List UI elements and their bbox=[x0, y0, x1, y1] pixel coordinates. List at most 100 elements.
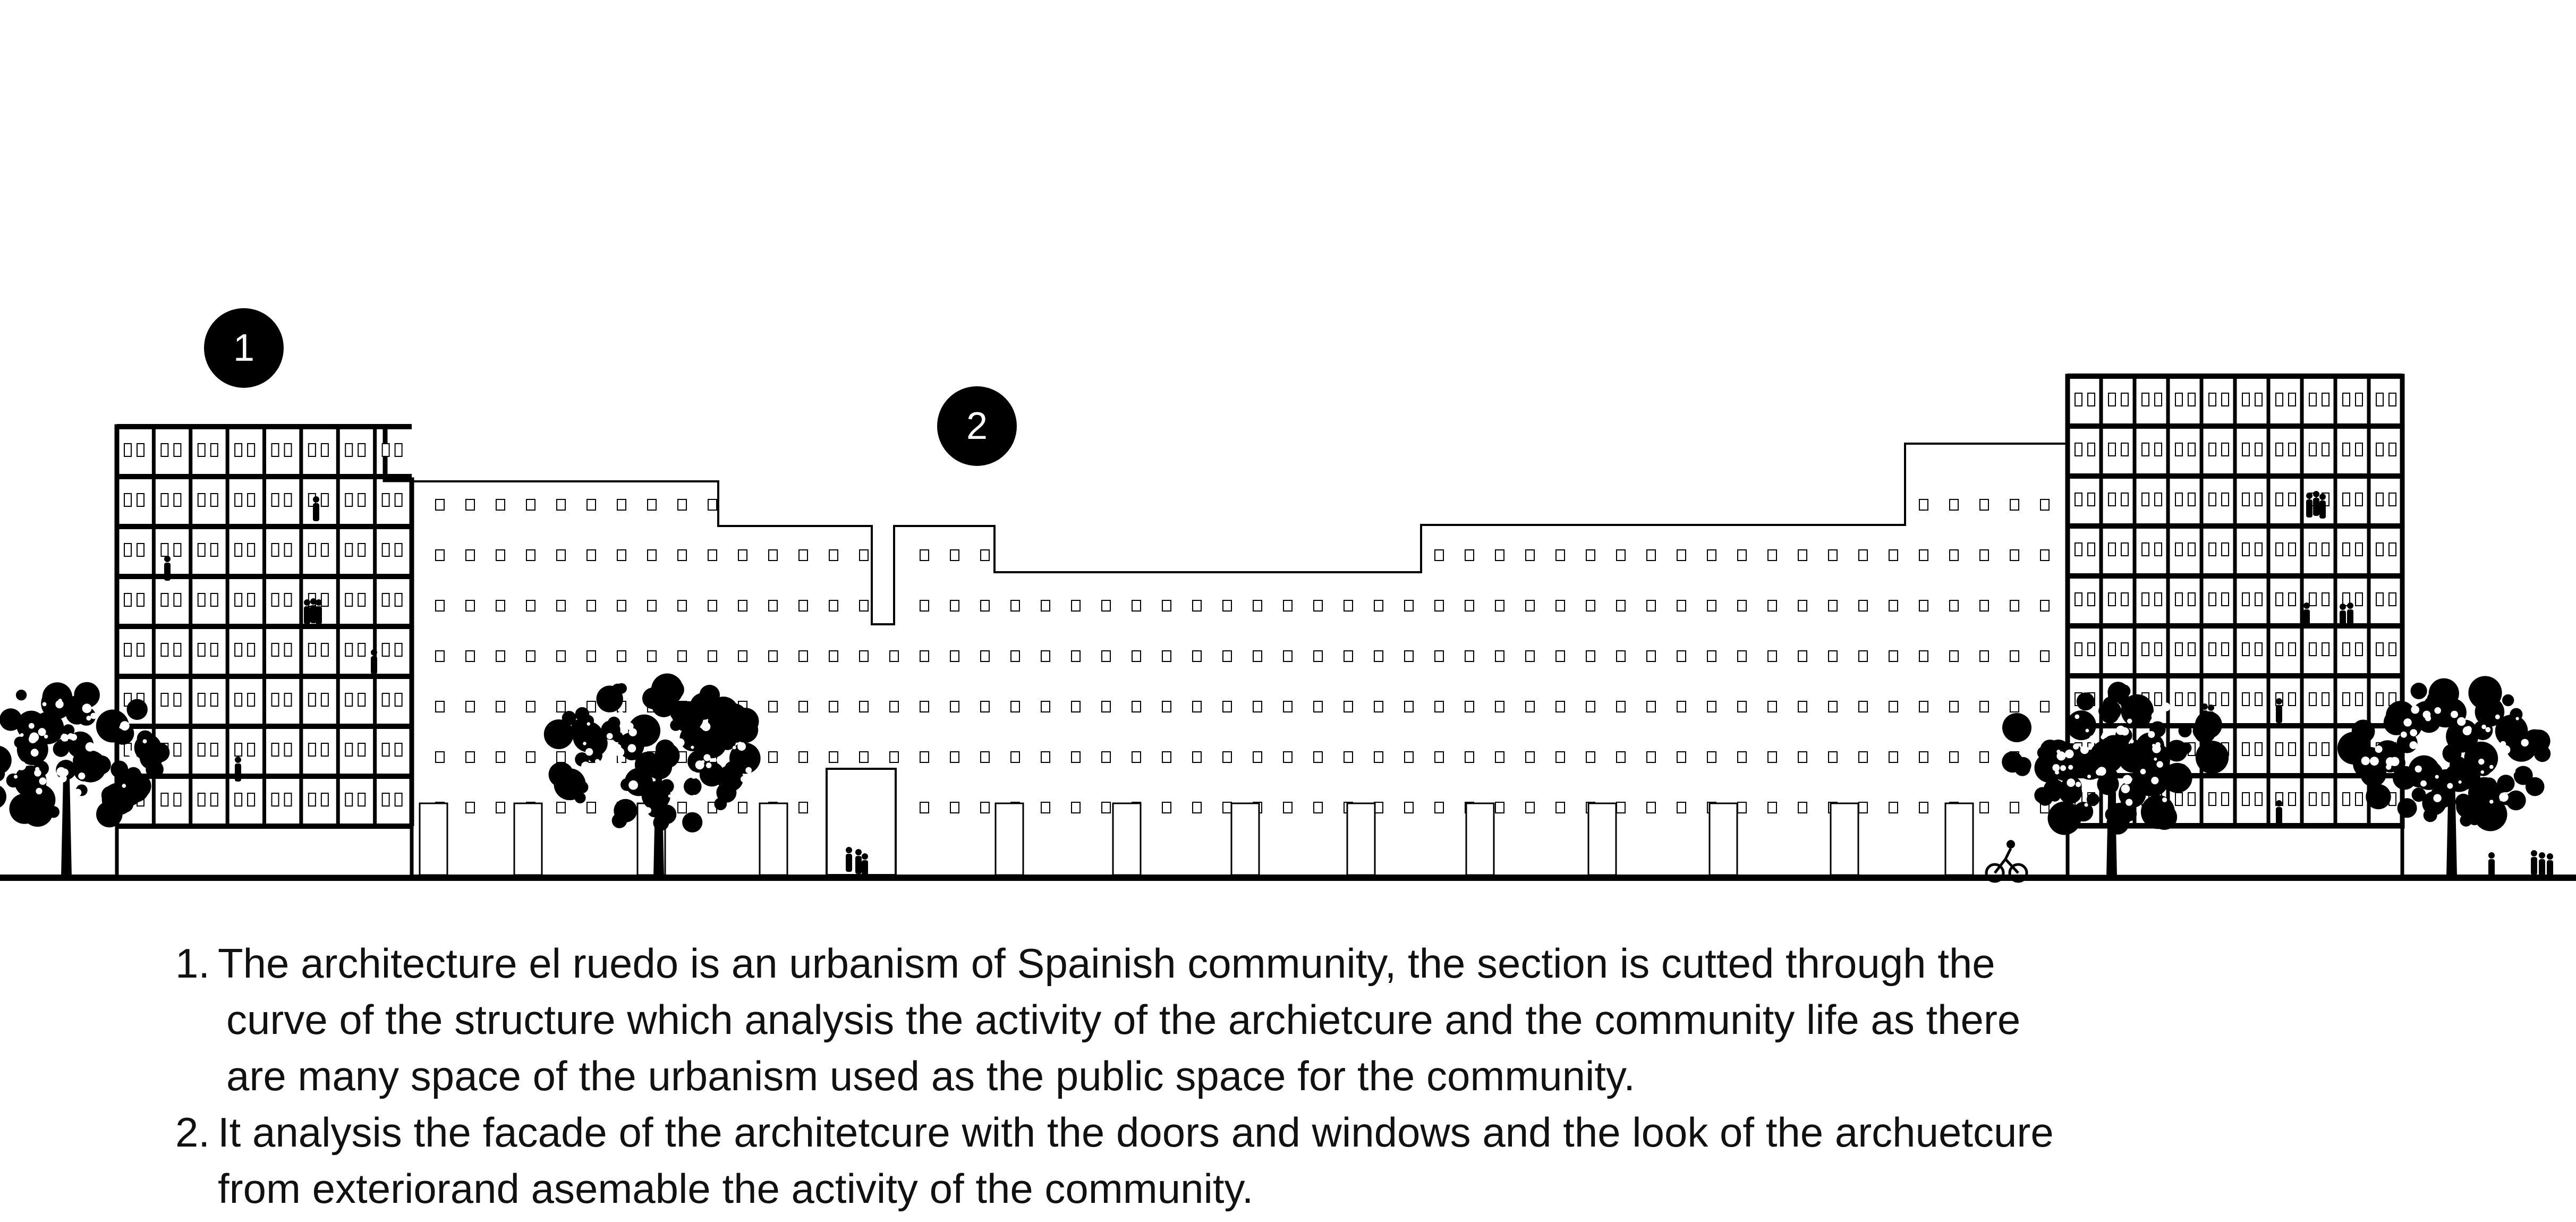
window-mark bbox=[1162, 751, 1171, 763]
window-mark bbox=[1555, 751, 1565, 763]
tower-window-mark bbox=[320, 593, 329, 607]
tower-window-mark bbox=[2141, 642, 2149, 656]
window-mark bbox=[1798, 701, 1807, 712]
window-mark bbox=[1616, 650, 1626, 662]
tower-window-mark bbox=[2322, 642, 2330, 656]
note-1: 1. The architecture el ruedo is an urban… bbox=[175, 935, 2407, 1104]
tower-window-mark bbox=[2275, 393, 2283, 406]
person-icon bbox=[371, 649, 377, 674]
window-mark bbox=[1525, 600, 1535, 612]
marker-2-badge: 2 bbox=[937, 386, 1017, 466]
window-mark bbox=[1101, 701, 1111, 712]
window-mark bbox=[1344, 751, 1353, 763]
window-mark bbox=[1434, 549, 1444, 561]
window-mark bbox=[1041, 802, 1050, 813]
tower-window-mark bbox=[2188, 393, 2196, 406]
tower-window-mark bbox=[2355, 592, 2363, 606]
window-mark bbox=[1192, 600, 1202, 612]
window-mark bbox=[2010, 499, 2019, 511]
person-icon bbox=[2208, 705, 2214, 729]
window-mark bbox=[1616, 751, 1626, 763]
window-mark bbox=[1374, 701, 1383, 712]
marker-1-label: 1 bbox=[233, 327, 255, 369]
window-mark bbox=[1979, 499, 1989, 511]
window-mark bbox=[708, 650, 717, 662]
window-mark bbox=[1101, 751, 1111, 763]
tower-window-mark bbox=[345, 693, 353, 707]
tower-window-mark bbox=[381, 643, 390, 657]
window-mark bbox=[859, 751, 869, 763]
window-mark bbox=[1919, 499, 1928, 511]
tower-window-mark bbox=[2221, 642, 2229, 656]
tower-window-mark bbox=[234, 743, 243, 757]
window-mark bbox=[465, 600, 475, 612]
person-icon bbox=[2547, 853, 2553, 878]
window-mark bbox=[1374, 600, 1383, 612]
window-mark bbox=[1646, 600, 1656, 612]
tower-window-mark bbox=[2121, 592, 2129, 606]
tower-window-mark bbox=[197, 593, 206, 607]
window-mark bbox=[526, 499, 535, 511]
tower-window-mark bbox=[2208, 792, 2216, 806]
tower-window-mark bbox=[124, 543, 132, 557]
window-mark bbox=[1465, 751, 1474, 763]
tower-window-mark bbox=[320, 443, 329, 457]
tower-window-mark bbox=[2075, 642, 2082, 656]
window-mark bbox=[1132, 751, 1141, 763]
person-icon bbox=[846, 847, 852, 872]
note-1-line-2: curve of the structure which analysis th… bbox=[226, 996, 2021, 1043]
window-mark bbox=[1919, 802, 1928, 813]
window-mark bbox=[1737, 549, 1747, 561]
window-mark bbox=[1616, 600, 1626, 612]
door-mark bbox=[513, 802, 543, 876]
tower-window-mark bbox=[381, 793, 390, 807]
tower-window-mark bbox=[2221, 592, 2229, 606]
tower-window-mark bbox=[2255, 592, 2263, 606]
window-mark bbox=[920, 600, 929, 612]
tower-window-mark bbox=[2188, 443, 2196, 456]
tower-window-mark bbox=[284, 493, 292, 507]
tower-window-mark bbox=[345, 743, 353, 757]
tower-window-mark bbox=[2388, 493, 2396, 506]
tower-window-mark bbox=[2376, 542, 2384, 556]
tower-window-mark bbox=[345, 643, 353, 657]
window-mark bbox=[1979, 549, 1989, 561]
window-mark bbox=[1010, 600, 1020, 612]
window-mark bbox=[1465, 650, 1474, 662]
window-mark bbox=[1555, 650, 1565, 662]
window-mark bbox=[1071, 650, 1081, 662]
tower-window-mark bbox=[2075, 393, 2082, 406]
tower-window-mark bbox=[2208, 642, 2216, 656]
tower-window-mark bbox=[234, 593, 243, 607]
window-mark bbox=[1525, 650, 1535, 662]
tower-window-mark bbox=[2175, 692, 2183, 706]
window-mark bbox=[2010, 802, 2019, 813]
tower-window-mark bbox=[173, 793, 182, 807]
tower-window-mark bbox=[2388, 542, 2396, 556]
tower-window-mark bbox=[197, 443, 206, 457]
tower-window-mark bbox=[2087, 443, 2095, 456]
tower-window-mark bbox=[173, 543, 182, 557]
tower-window-mark bbox=[234, 443, 243, 457]
window-mark bbox=[1767, 802, 1777, 813]
window-mark bbox=[586, 701, 596, 712]
window-mark bbox=[1828, 701, 1838, 712]
tower-window-mark bbox=[2255, 692, 2263, 706]
person-icon bbox=[310, 598, 317, 623]
tower-window-mark bbox=[358, 593, 366, 607]
window-mark bbox=[920, 802, 929, 813]
window-mark bbox=[1798, 802, 1807, 813]
tower-window-mark bbox=[173, 593, 182, 607]
window-mark bbox=[2040, 701, 2050, 712]
tower-window-mark bbox=[2322, 443, 2330, 456]
tower-window-mark bbox=[247, 543, 256, 557]
door-mark bbox=[1708, 802, 1738, 876]
window-mark bbox=[496, 549, 505, 561]
tower-window-mark bbox=[345, 793, 353, 807]
tower-window-mark bbox=[2376, 692, 2384, 706]
window-mark bbox=[859, 650, 869, 662]
window-mark bbox=[1889, 650, 1898, 662]
tower-window-mark bbox=[2075, 493, 2082, 506]
window-mark bbox=[496, 600, 505, 612]
tower-window-mark bbox=[160, 693, 169, 707]
